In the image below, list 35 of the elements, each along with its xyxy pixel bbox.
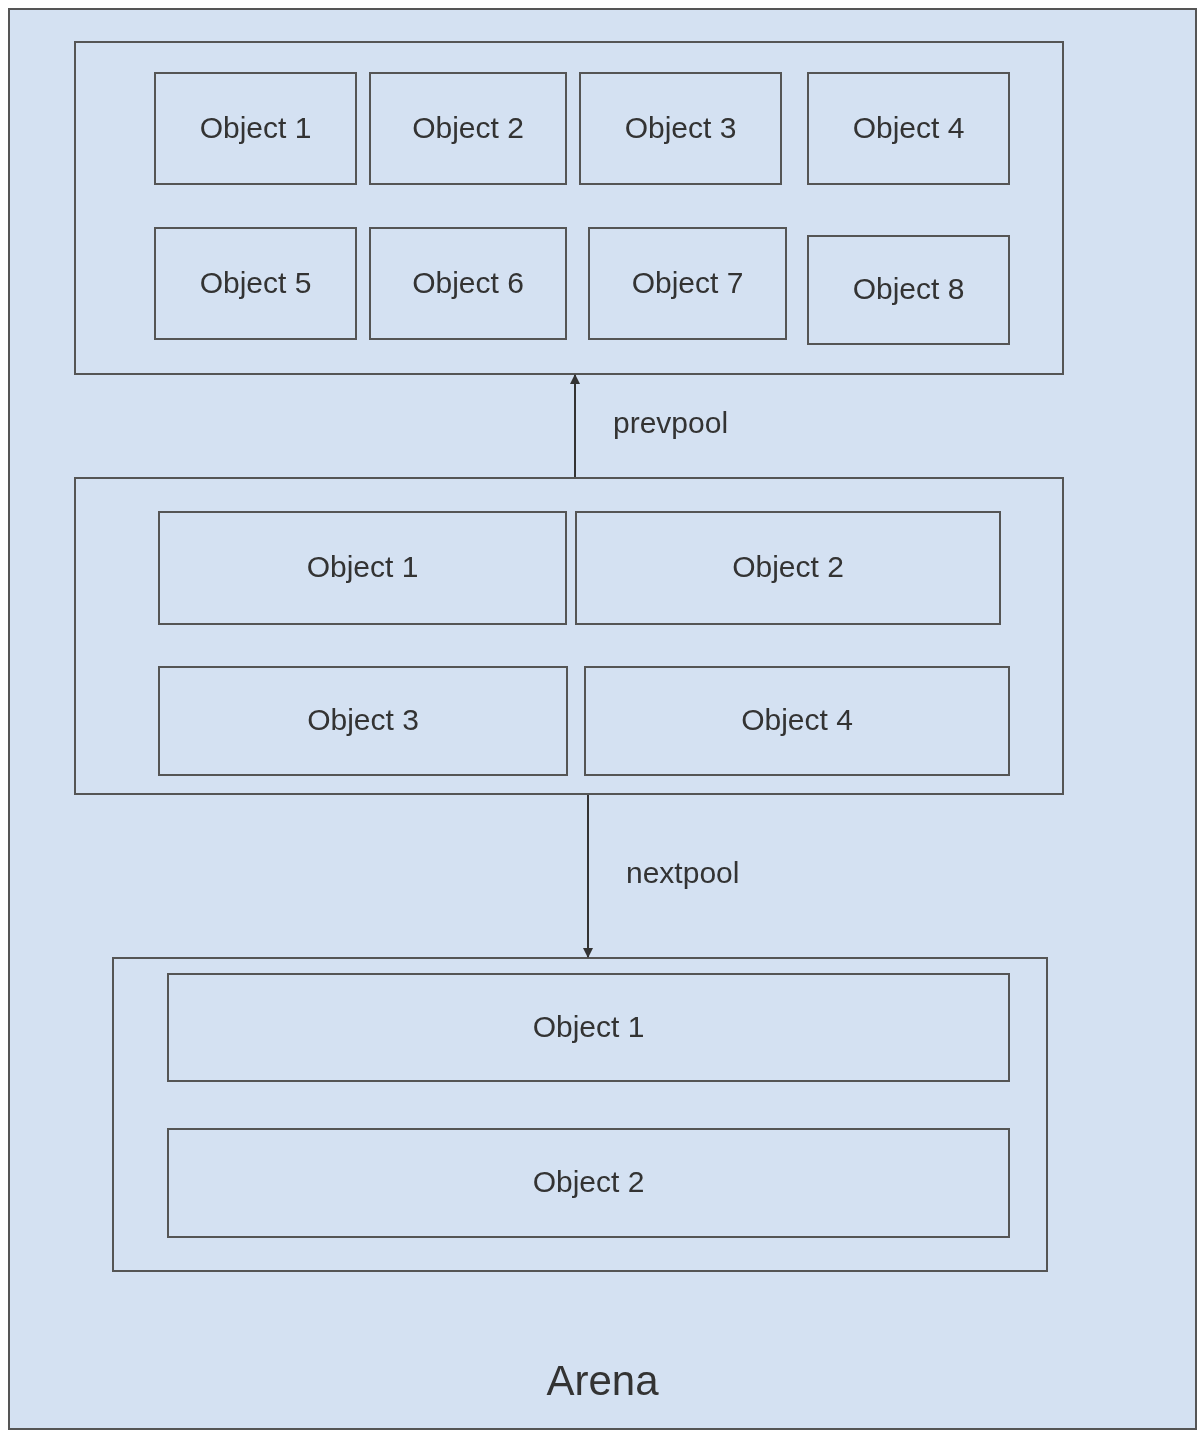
arrow — [570, 374, 580, 478]
object-label: Object 2 — [412, 110, 524, 145]
object-label: Object 8 — [852, 272, 965, 306]
object-label: Object 6 — [412, 265, 524, 300]
pool-box — [74, 41, 1064, 375]
object-label: Object 4 — [741, 703, 853, 737]
object-box — [158, 511, 567, 625]
diagram-label: Arena — [546, 1357, 659, 1405]
object-label: Object 5 — [199, 265, 312, 300]
object-label: Object 2 — [532, 1165, 645, 1199]
object-box — [158, 666, 568, 776]
object-box — [369, 72, 567, 185]
object-label: Object 2 — [732, 550, 844, 584]
object-label: Object 7 — [631, 265, 744, 300]
object-box — [154, 72, 357, 185]
pool-box — [112, 957, 1048, 1272]
object-label: Object 1 — [199, 110, 312, 145]
object-box — [807, 72, 1010, 185]
object-box — [167, 973, 1010, 1082]
pool-box — [74, 477, 1064, 795]
arena-container — [8, 8, 1197, 1430]
object-box — [575, 511, 1001, 625]
object-label: Object 4 — [852, 110, 965, 145]
object-box — [167, 1128, 1010, 1238]
object-label: Object 3 — [624, 110, 737, 145]
object-label: Object 1 — [532, 1009, 645, 1044]
object-box — [154, 227, 357, 340]
object-label: Object 3 — [307, 703, 419, 737]
object-box — [369, 227, 567, 340]
object-box — [584, 666, 1010, 776]
arrow — [583, 794, 593, 958]
object-box — [579, 72, 782, 185]
object-box — [807, 235, 1010, 345]
object-box — [588, 227, 787, 340]
object-label: Object 1 — [306, 550, 419, 584]
